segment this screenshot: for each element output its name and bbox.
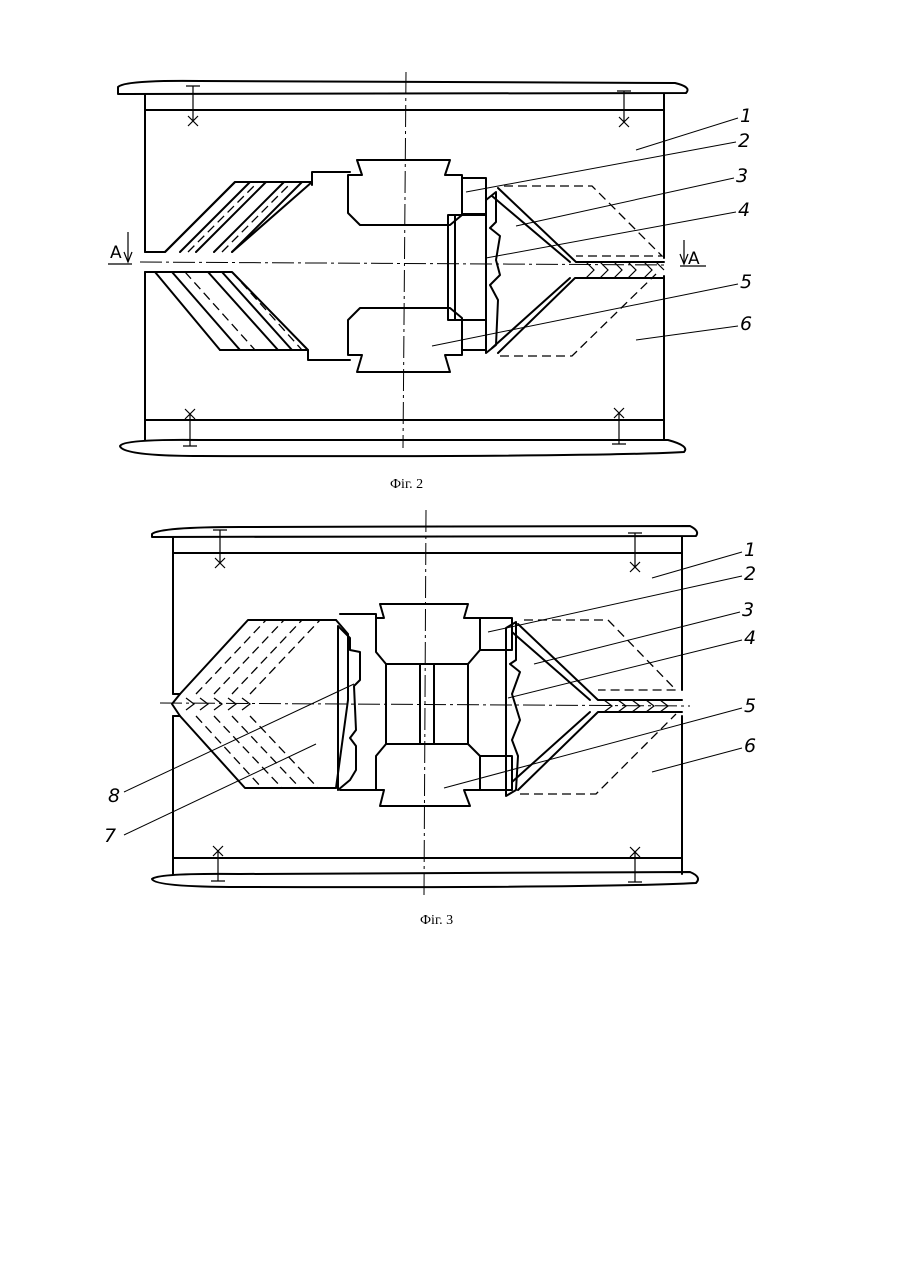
fig3-bottom-plate	[152, 872, 698, 887]
fig2-label-2: 2	[738, 130, 750, 152]
fig3-label-8: 8	[108, 785, 120, 807]
fig2-right-plate	[486, 192, 500, 353]
fig3-label-1: 1	[744, 539, 756, 561]
fig2-right-upper-wedge	[492, 186, 664, 262]
fig3-label-6: 6	[744, 735, 756, 757]
fig2-labels: 1 2 3 4 5 6	[432, 105, 752, 346]
fig2-left-upper-wedge	[145, 172, 350, 252]
fig2-central-block	[448, 215, 486, 320]
fig3-upper-t-block	[376, 604, 480, 664]
fig2-bolts	[183, 86, 631, 446]
fig2-label-6: 6	[740, 313, 752, 335]
fig3-label-5: 5	[744, 695, 756, 717]
figure-3: 1 2 3 4 5 6 7 8 Фіг. 3	[104, 510, 756, 928]
fig3-label-3: 3	[742, 599, 754, 621]
fig3-label-7: 7	[104, 825, 116, 847]
fig3-bolts	[211, 530, 642, 882]
fig2-top-plate	[118, 81, 688, 94]
fig3-label-4: 4	[744, 627, 756, 649]
fig2-right-lower-wedge	[492, 274, 664, 356]
fig2-label-1: 1	[740, 105, 752, 127]
fig3-labels: 1 2 3 4 5 6 7 8	[104, 539, 756, 847]
fig3-top-plate	[152, 526, 697, 537]
fig2-caption: Фіг. 2	[390, 477, 423, 492]
fig3-caption: Фіг. 3	[420, 913, 453, 928]
fig2-lower-t-block	[348, 308, 462, 372]
fig3-label-2: 2	[744, 563, 756, 585]
fig2-label-3: 3	[736, 165, 748, 187]
fig2-label-4: 4	[738, 199, 750, 221]
fig2-left-lower-wedge	[145, 272, 350, 360]
figure-2: А А 1 2 3 4 5 6 Фіг. 2	[108, 72, 752, 492]
fig2-section-right: А	[688, 249, 700, 269]
fig3-right-wedge	[512, 620, 682, 794]
fig2-section-left: А	[110, 243, 122, 263]
fig3-lower-t-block	[376, 744, 480, 806]
fig2-label-5: 5	[740, 271, 752, 293]
